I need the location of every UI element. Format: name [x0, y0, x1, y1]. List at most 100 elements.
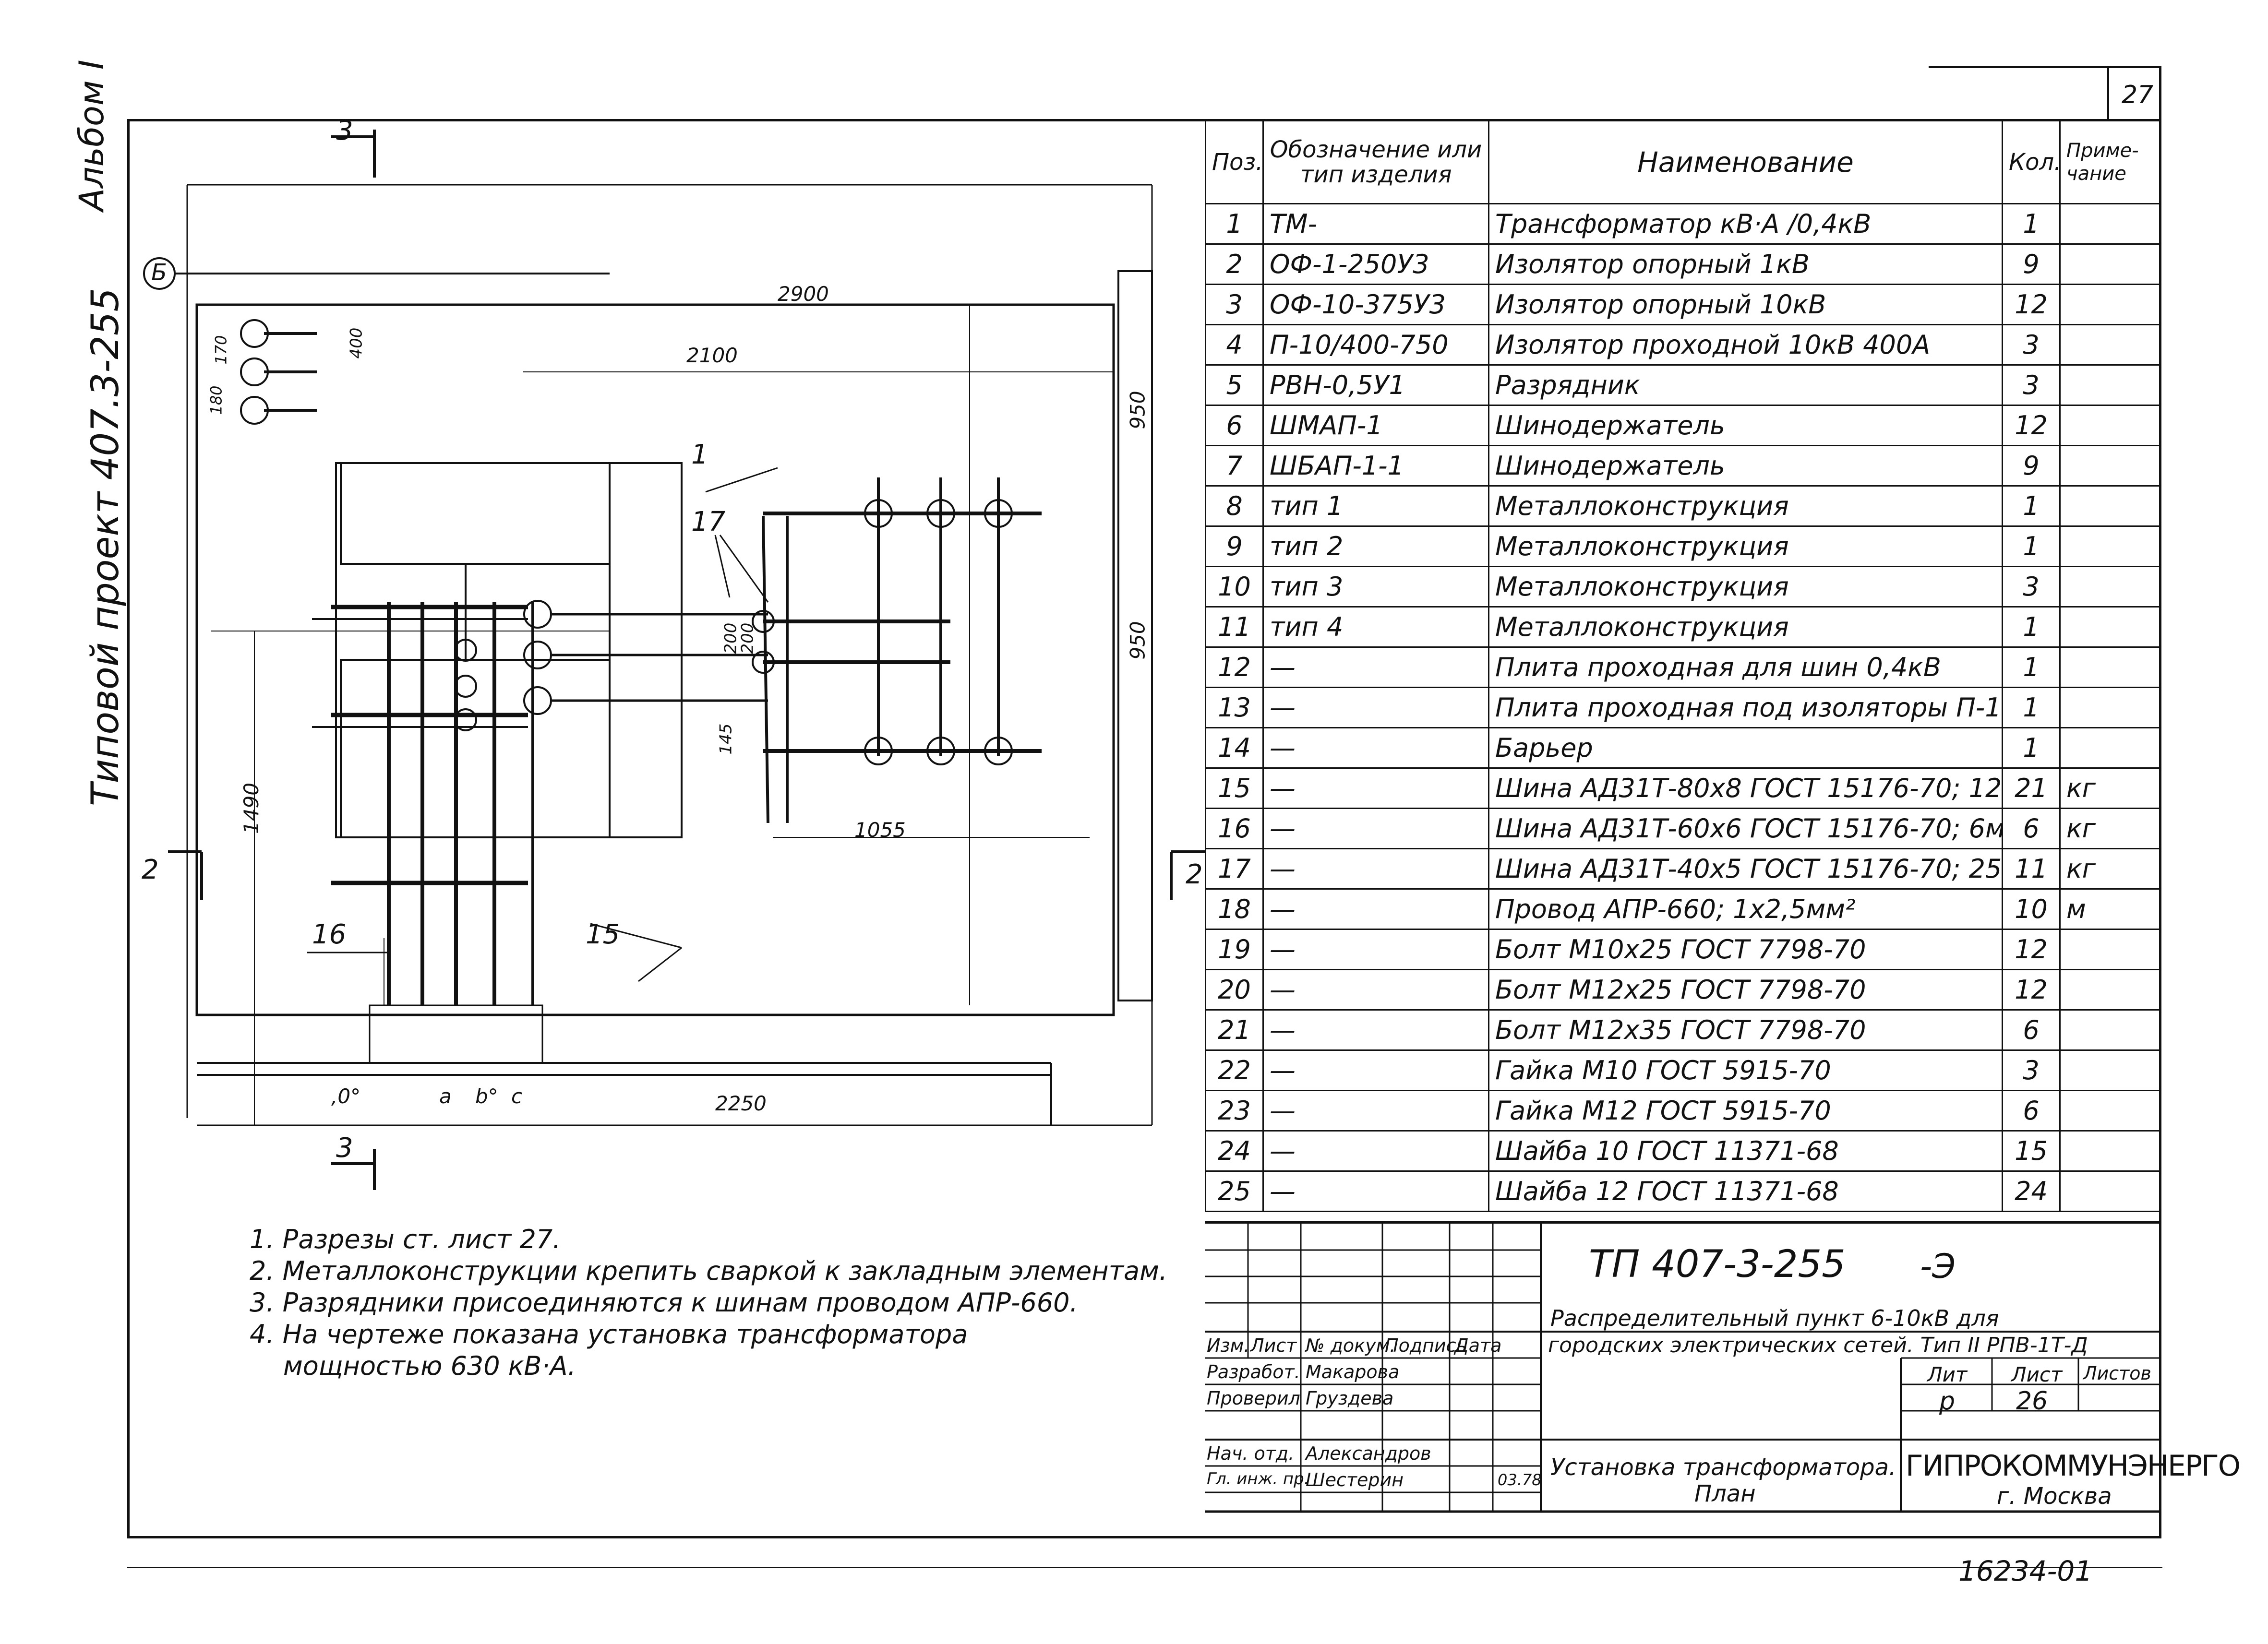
spec-designation: —: [1262, 848, 1489, 890]
spec-pos: 17: [1205, 848, 1264, 890]
spec-pos: 21: [1205, 1009, 1264, 1051]
dimension-180: 180: [207, 385, 226, 415]
dimension-a: a: [439, 1084, 452, 1108]
title-code: ТП 407-3-255: [1589, 1243, 1846, 1286]
spec-pos: 23: [1205, 1090, 1264, 1132]
dimension-400: 400: [347, 327, 366, 359]
spec-note: [2059, 1049, 2161, 1091]
archive-number: 16234-01: [1958, 1555, 2093, 1587]
spec-name: Болт М12х35 ГОСТ 7798-70: [1488, 1009, 2003, 1051]
spec-note: [2059, 1130, 2161, 1172]
frame-left: [127, 119, 130, 1538]
spec-name: Разрядник: [1488, 364, 2003, 406]
spec-designation: тип 3: [1262, 566, 1489, 608]
spec-pos: 3: [1205, 284, 1264, 325]
sheet-number: 27: [2122, 81, 2154, 109]
dimension-o: ,0°: [331, 1084, 361, 1108]
document-vertical-label: Типовой проект 407.3-255: [84, 287, 127, 806]
spec-name: Барьер: [1488, 727, 2003, 769]
spec-note: [2059, 969, 2161, 1011]
dimension-170: 170: [212, 335, 230, 365]
dimension-950-top: 950: [1126, 391, 1150, 429]
spec-qty: 6: [2002, 808, 2061, 849]
spec-designation: —: [1262, 646, 1489, 688]
spec-designation: РВН-0,5У1: [1262, 364, 1489, 406]
dimension-1490: 1490: [239, 783, 263, 834]
spec-name: Шина АД31Т-80х8 ГОСТ 15176-70; 12м: [1488, 767, 2003, 809]
spec-qty: 1: [2002, 485, 2061, 527]
note-3: 3. Разрядники присоединяются к шинам про…: [250, 1287, 1078, 1318]
hdr-list: Лист: [1250, 1335, 1297, 1356]
spec-designation: тип 4: [1262, 606, 1489, 648]
spec-pos: 7: [1205, 445, 1264, 487]
spec-name: Изолятор опорный 1кВ: [1488, 243, 2003, 285]
section-mark-bottom: 3: [336, 1132, 353, 1164]
section-mark-left: 2: [142, 854, 159, 885]
spec-note: [2059, 324, 2161, 366]
spec-designation: тип 1: [1262, 485, 1489, 527]
dimension-c: c: [511, 1084, 523, 1108]
spec-name: Металлоконструкция: [1488, 525, 2003, 567]
spec-name: Шайба 10 ГОСТ 11371-68: [1488, 1130, 2003, 1172]
spec-note: [2059, 445, 2161, 487]
spec-name: Металлоконструкция: [1488, 485, 2003, 527]
organization-name: ГИПРОКОММУНЭНЕРГО: [1906, 1449, 2241, 1483]
note-4: 4. На чертеже показана установка трансфо…: [250, 1319, 968, 1349]
spec-qty: 6: [2002, 1090, 2061, 1132]
spec-name: Трансформатор кВ·А /0,4кВ: [1488, 203, 2003, 245]
spec-qty: 12: [2002, 929, 2061, 970]
spec-pos: 12: [1205, 646, 1264, 688]
hdr-doc: № докум.: [1306, 1335, 1396, 1356]
spec-pos: 2: [1205, 243, 1264, 285]
spec-qty: 9: [2002, 243, 2061, 285]
spec-qty: 24: [2002, 1170, 2061, 1212]
spec-qty: 1: [2002, 646, 2061, 688]
note-2: 2. Металлоконструкции крепить сваркой к …: [250, 1256, 1168, 1286]
spec-qty: 3: [2002, 1049, 2061, 1091]
approval-date: 03.78: [1498, 1471, 1542, 1489]
spec-note: [2059, 1170, 2161, 1212]
spec-note: [2059, 485, 2161, 527]
spec-note: [2059, 566, 2161, 608]
spec-qty: 6: [2002, 1009, 2061, 1051]
spec-pos: 5: [1205, 364, 1264, 406]
section-mark-right: 2: [1186, 859, 1203, 890]
spec-pos: 8: [1205, 485, 1264, 527]
spec-designation: —: [1262, 969, 1489, 1011]
spec-designation: ШБАП-1-1: [1262, 445, 1489, 487]
spec-pos: 6: [1205, 405, 1264, 446]
dimension-2100: 2100: [686, 344, 738, 367]
spec-designation: —: [1262, 808, 1489, 849]
frame-top: [127, 119, 2161, 121]
sheet-value: 26: [2016, 1387, 2048, 1416]
spec-note: кг: [2059, 767, 2161, 809]
sheet-box-top: [1929, 66, 2161, 68]
spec-pos: 20: [1205, 969, 1264, 1011]
spec-designation: ОФ-1-250У3: [1262, 243, 1489, 285]
spec-note: [2059, 364, 2161, 406]
spec-qty: 3: [2002, 364, 2061, 406]
plan-drawing: [143, 130, 1205, 1190]
note-1: 1. Разрезы ст. лист 27.: [250, 1224, 561, 1254]
spec-qty: 10: [2002, 888, 2061, 930]
name-chief-engineer: Шестерин: [1306, 1469, 1404, 1490]
sheet-box-left: [2107, 66, 2109, 120]
spec-qty: 9: [2002, 445, 2061, 487]
spec-designation: —: [1262, 1049, 1489, 1091]
title-block: ТП 407-3-255 -Э Распределительный пункт …: [1205, 1221, 2241, 1538]
spec-qty: 3: [2002, 566, 2061, 608]
spec-note: [2059, 525, 2161, 567]
title-code-suffix: -Э: [1920, 1247, 1956, 1286]
